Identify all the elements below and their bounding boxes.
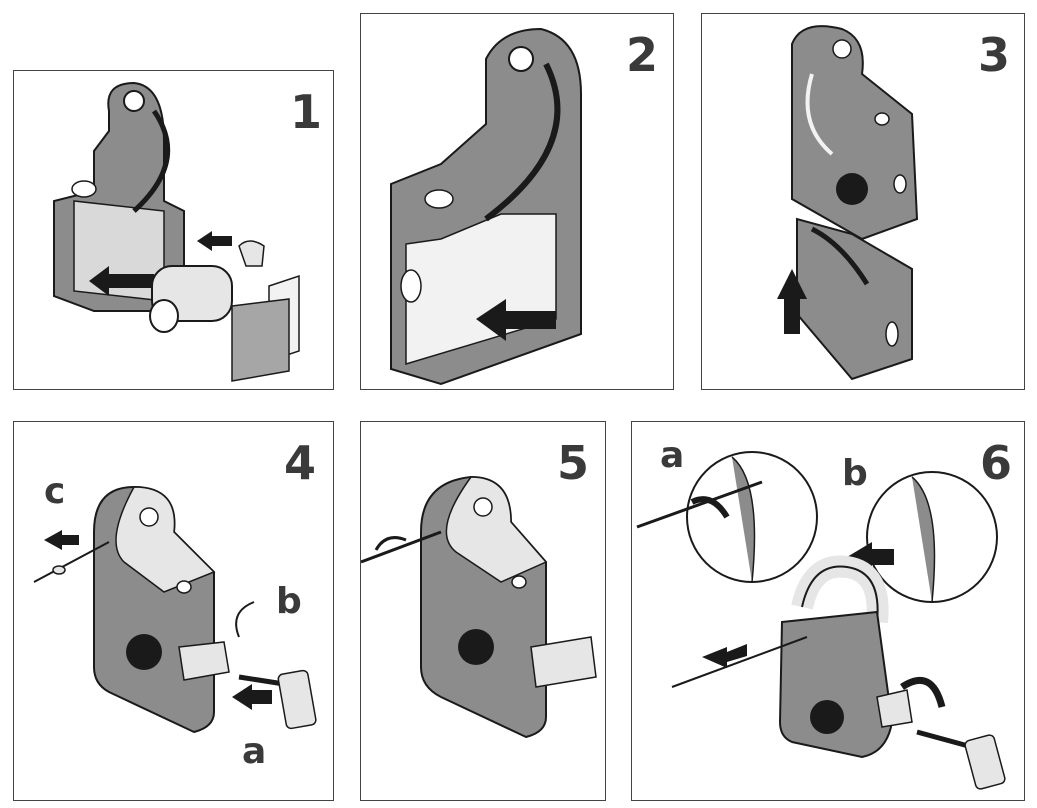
step-label-b: b — [276, 581, 302, 622]
step-label-a: a — [242, 731, 267, 772]
step-4-illustration — [33, 485, 317, 734]
step-4-panel: 4 a b c — [13, 421, 334, 801]
logo-badge — [810, 700, 844, 734]
step-number: 6 — [980, 436, 1013, 490]
step-number: 4 — [284, 436, 317, 490]
step-5-illustration — [361, 475, 597, 739]
logo-badge — [458, 629, 494, 665]
step-label-b: b — [842, 453, 868, 494]
step-2-illustration — [390, 27, 582, 386]
step-3-illustration — [777, 25, 919, 381]
step-label-a: a — [660, 435, 685, 476]
step-number: 3 — [978, 28, 1011, 82]
step-number: 5 — [557, 436, 590, 490]
step-3-panel: 3 — [701, 13, 1025, 390]
logo-badge — [126, 634, 162, 670]
step-1-panel: 1 — [13, 70, 334, 390]
step-number: 1 — [290, 85, 323, 139]
step-1-illustration — [53, 81, 300, 382]
step-6-illustration — [636, 451, 1006, 790]
step-label-c: c — [44, 471, 66, 512]
step-number: 2 — [626, 28, 659, 82]
step-5-panel: 5 — [360, 421, 606, 801]
step-6-panel: 6 a b — [631, 421, 1025, 801]
step-2-panel: 2 — [360, 13, 674, 390]
